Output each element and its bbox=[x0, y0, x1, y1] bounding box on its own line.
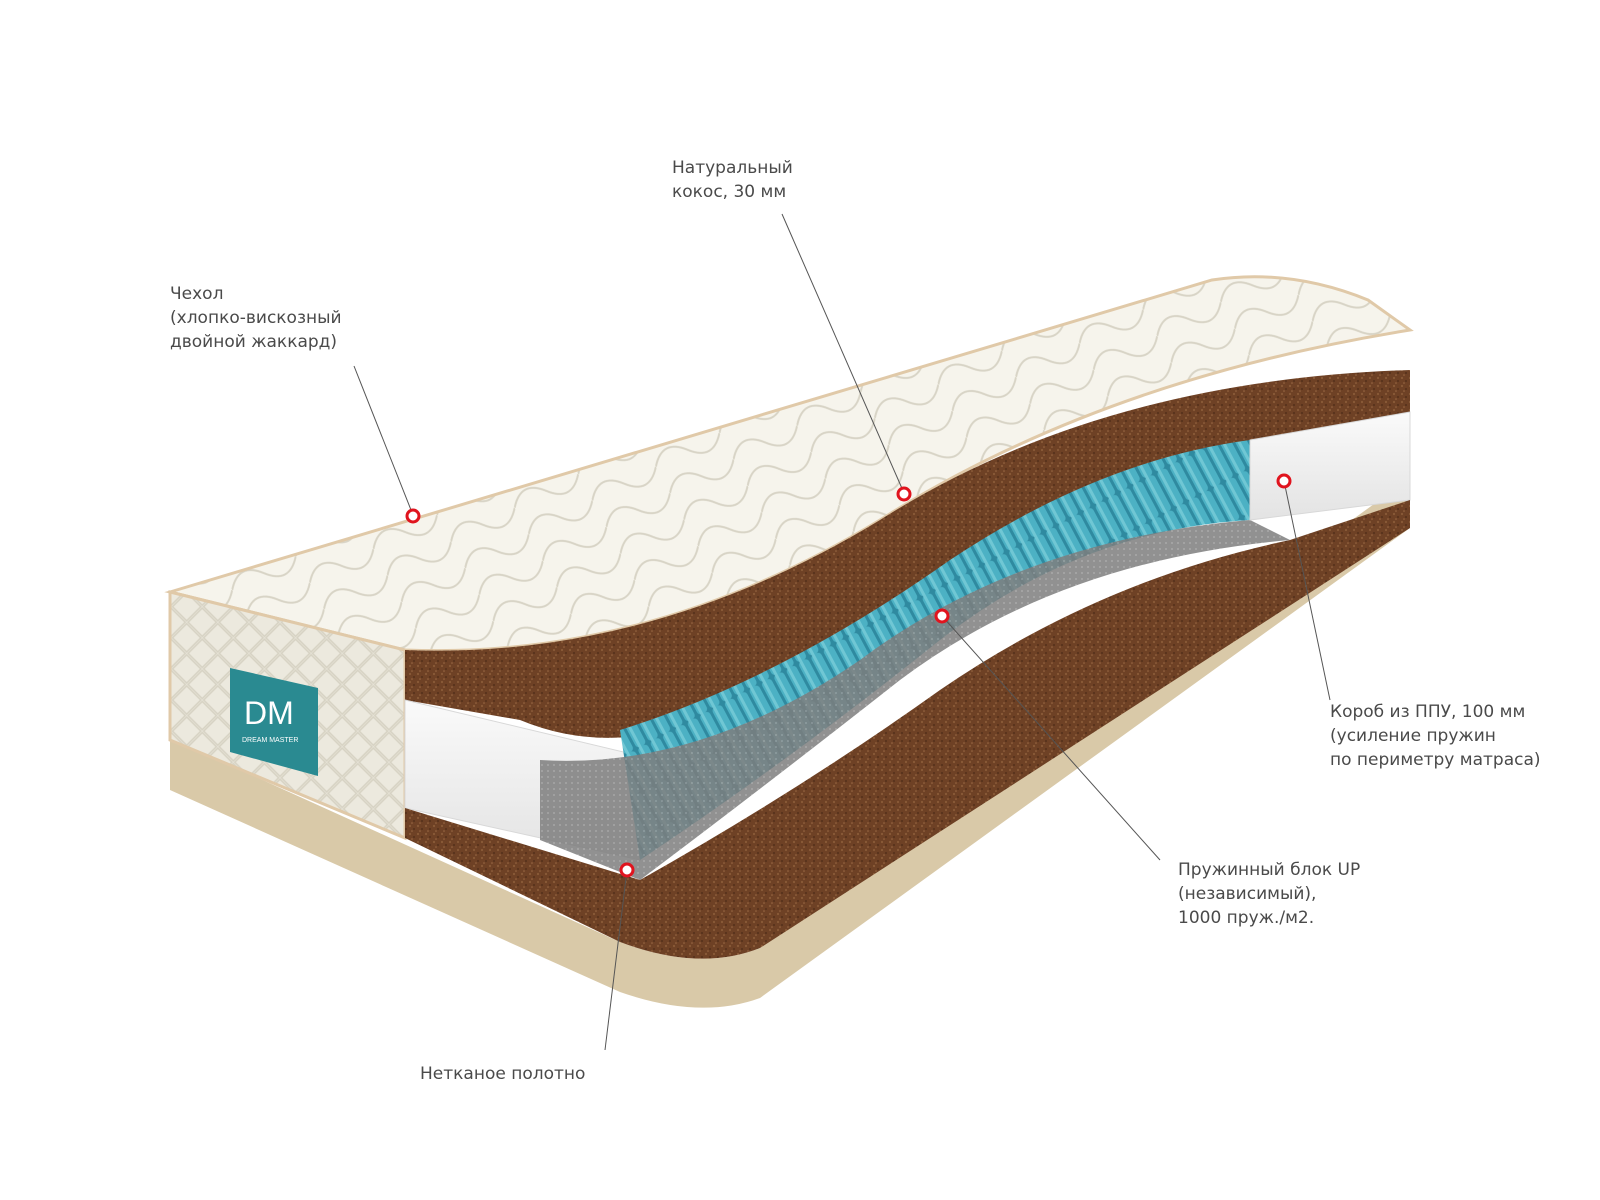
marker-springs[interactable] bbox=[934, 608, 950, 624]
callout-springs: Пружинный блок UP (независимый), 1000 пр… bbox=[1178, 858, 1360, 930]
leader-lines bbox=[353, 213, 1331, 1051]
callout-foam-box: Короб из ППУ, 100 мм (усиление пружин по… bbox=[1330, 700, 1541, 772]
brand-logo-text: DM bbox=[244, 695, 294, 731]
bottom-coconut-layer bbox=[405, 500, 1410, 959]
callout-cover-line-2: (хлопко-вискозный bbox=[170, 308, 342, 328]
callout-springs-line-3: 1000 пруж./м2. bbox=[1178, 908, 1315, 928]
callout-nonwoven: Нетканое полотно bbox=[420, 1062, 585, 1086]
callout-foam-box-line-3: по периметру матраса) bbox=[1330, 750, 1541, 770]
markers bbox=[405, 473, 1292, 878]
leader-line-cover bbox=[353, 365, 414, 516]
callout-coconut: Натуральный кокос, 30 мм bbox=[672, 156, 793, 204]
callout-coconut-line-1: Натуральный bbox=[672, 158, 793, 178]
mattress-top-cover bbox=[164, 275, 1414, 653]
leader-line-fabric bbox=[604, 869, 628, 1051]
leader-line-springs bbox=[941, 615, 1161, 861]
callout-cover-line-1: Чехол bbox=[170, 284, 224, 304]
leader-line-coconut bbox=[781, 213, 905, 494]
brand-logo-subtext: DREAM MASTER bbox=[242, 737, 298, 744]
callout-nonwoven-line-1: Нетканое полотно bbox=[420, 1064, 586, 1084]
callout-cover: Чехол (хлопко-вискозный двойной жаккард) bbox=[170, 282, 342, 354]
callout-springs-line-2: (независимый), bbox=[1178, 884, 1317, 904]
callout-springs-line-1: Пружинный блок UP bbox=[1178, 860, 1361, 880]
callout-foam-box-line-1: Короб из ППУ, 100 мм bbox=[1330, 702, 1526, 722]
marker-coconut[interactable] bbox=[896, 486, 912, 502]
marker-fabric[interactable] bbox=[619, 862, 635, 878]
marker-cover[interactable] bbox=[405, 508, 421, 524]
leader-line-box bbox=[1283, 480, 1331, 701]
nonwoven-felt-layer bbox=[540, 520, 1290, 880]
callout-coconut-line-2: кокос, 30 мм bbox=[672, 182, 787, 202]
brand-logo: DM DREAM MASTER bbox=[230, 668, 318, 776]
marker-box[interactable] bbox=[1276, 473, 1292, 489]
callout-foam-box-line-2: (усиление пружин bbox=[1330, 726, 1496, 746]
callout-cover-line-3: двойной жаккард) bbox=[170, 332, 338, 352]
